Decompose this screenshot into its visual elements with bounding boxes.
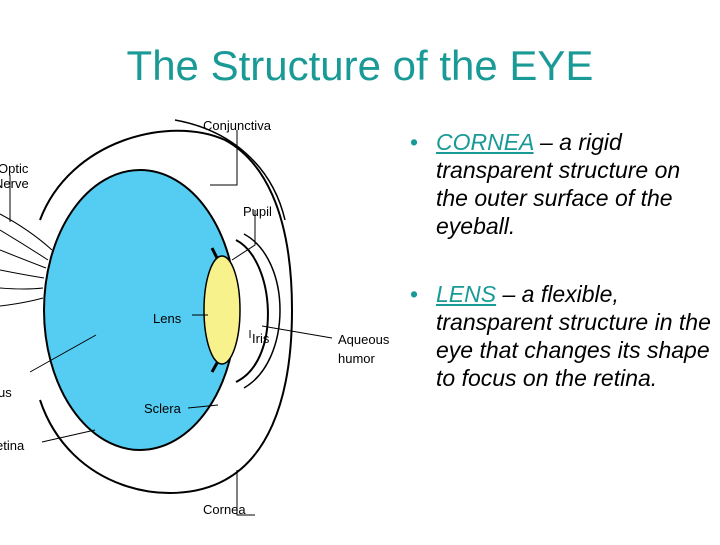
label-sclera: Sclera [144,401,182,416]
label-lens: Lens [153,311,182,326]
cornea [235,239,269,383]
label-iris: Iris [252,331,270,346]
label-aqueous-line1: Aqueous [338,332,390,347]
label-vitreous: us [0,385,12,400]
lens [203,255,241,365]
eye-cross-section: Conjunctiva Optic Nerve Pupil Lens Iris … [0,118,390,517]
label-optic-line1: Optic [0,161,29,176]
optic-nerve [0,213,53,307]
label-optic-line2: Nerve [0,176,29,191]
label-conjunctiva: Conjunctiva [203,118,272,133]
definition-list: • CORNEA – a rigid transparent structure… [408,128,718,392]
bullet-lens: • LENS – a flexible, transparent structu… [408,280,718,392]
label-retina: etina [0,438,25,453]
label-pupil: Pupil [243,204,272,219]
term-cornea: CORNEA [436,129,534,155]
slide-title: The Structure of the EYE [126,42,594,89]
label-aqueous-line2: humor [338,351,376,366]
bullet-cornea: • CORNEA – a rigid transparent structure… [408,128,718,240]
term-lens: LENS [436,281,497,307]
definition-lens: – a flexible, transparent structure in t… [436,281,711,391]
definition-cornea: – a rigid transparent structure on the o… [436,129,681,239]
bullet-dot: • [410,281,419,307]
eye-diagram: Conjunctiva Optic Nerve Pupil Lens Iris … [0,110,410,540]
conjunctiva-layer [174,119,286,221]
bullet-dot: • [410,129,419,155]
sclera [39,129,294,494]
label-cornea: Cornea [203,502,246,517]
